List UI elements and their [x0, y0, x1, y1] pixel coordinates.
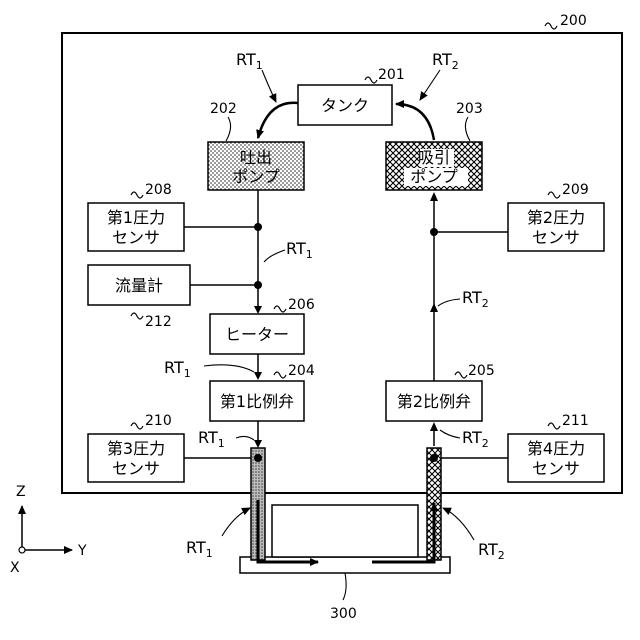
head-plate	[240, 557, 450, 573]
sensor-1-line1: 第1圧力	[107, 208, 165, 227]
z-axis-label: Z	[16, 484, 26, 500]
sensor-1-ref: 208	[145, 182, 172, 198]
suction-pump-line2: ポンプ	[410, 167, 458, 186]
sensor-3-ref: 210	[145, 413, 172, 429]
rt2-label-top: RT2	[432, 50, 459, 72]
x-axis-label: X	[10, 560, 20, 576]
flowmeter-label: 流量計	[115, 276, 163, 295]
sensor-2-line2: センサ	[532, 228, 580, 247]
valve-2-ref: 205	[468, 363, 495, 379]
discharge-pump-line2: ポンプ	[232, 167, 280, 186]
flowmeter-ref: 212	[145, 314, 172, 330]
y-axis-label: Y	[77, 543, 87, 559]
suction-to-tank-arrow	[396, 104, 434, 140]
sensor-4-line2: センサ	[532, 459, 580, 478]
tank-ref: 201	[378, 67, 405, 83]
sensor-3-line2: センサ	[112, 459, 160, 478]
rt1-label-valve: RT1	[198, 428, 225, 450]
device-ref: 200	[560, 13, 587, 29]
discharge-pump-ref: 202	[210, 101, 237, 117]
sensor-1-line2: センサ	[112, 228, 160, 247]
sensor-4-line1: 第4圧力	[527, 439, 585, 458]
rt2-label-valve: RT2	[462, 428, 489, 450]
head-chamber	[272, 505, 418, 557]
valve-1-label: 第1比例弁	[220, 392, 294, 411]
head-ref: 300	[330, 606, 357, 622]
suction-pump-ref: 203	[456, 101, 483, 117]
sensor-4-ref: 211	[562, 413, 589, 429]
discharge-pump-line1: 吐出	[240, 148, 272, 167]
rt2-label-mid: RT2	[462, 288, 489, 310]
rt1-label-mid: RT1	[286, 239, 313, 261]
heater-label: ヒーター	[225, 325, 289, 344]
tank-to-discharge-arrow	[258, 103, 298, 138]
rt2-label-bottom: RT2	[478, 540, 505, 562]
sensor-2-ref: 209	[562, 182, 589, 198]
rt1-label-top: RT1	[236, 50, 263, 72]
sensor-2-line1: 第2圧力	[527, 208, 585, 227]
sensor-3-line1: 第3圧力	[107, 439, 165, 458]
rt1-label-heater: RT1	[164, 358, 191, 380]
suction-pump-line1: 吸引	[418, 148, 450, 167]
valve-2-label: 第2比例弁	[397, 392, 471, 411]
rt1-label-bottom: RT1	[186, 538, 213, 560]
x-axis-dot	[19, 547, 25, 553]
tank-label: タンク	[321, 96, 369, 115]
valve-1-ref: 204	[288, 363, 315, 379]
heater-ref: 206	[288, 297, 315, 313]
